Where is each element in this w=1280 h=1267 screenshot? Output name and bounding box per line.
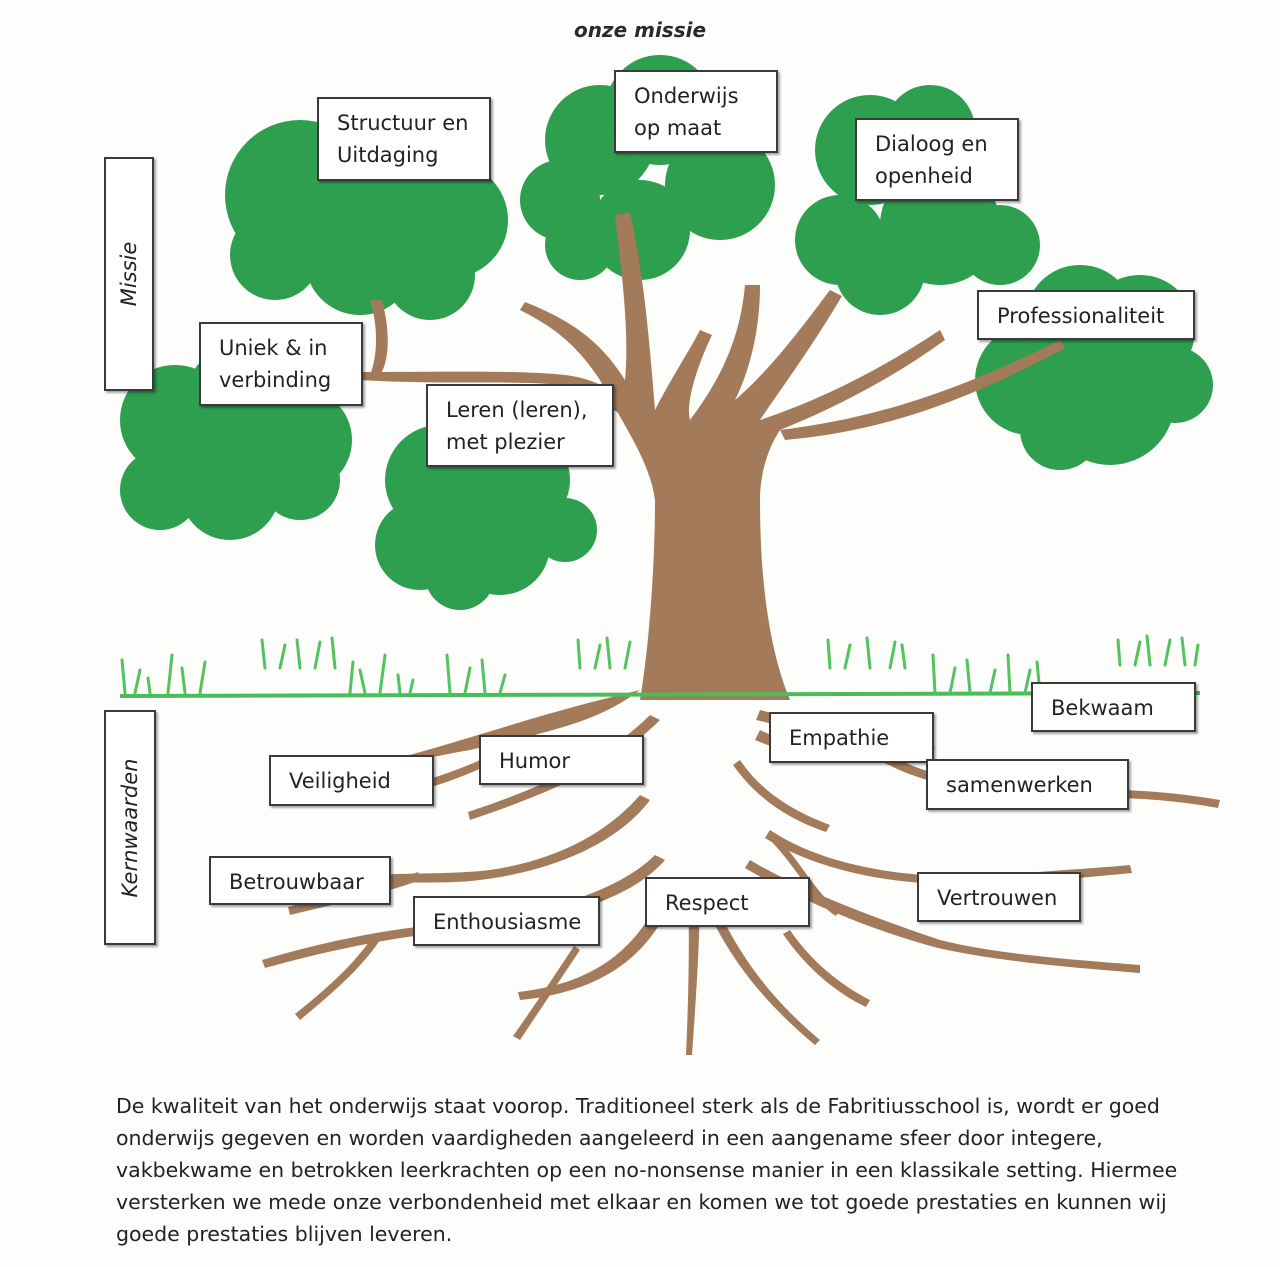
- mission-box-uniek: Uniek & in verbinding: [199, 322, 363, 406]
- grass: [120, 634, 1200, 695]
- mission-box-dialoog: Dialoog en openheid: [855, 118, 1019, 201]
- value-box-samenwerken: samenwerken: [926, 759, 1129, 810]
- ground-line: [119, 691, 1201, 698]
- value-box-respect: Respect: [645, 877, 810, 927]
- value-box-enthousiasme: Enthousiasme: [413, 896, 600, 946]
- value-box-betrouwbaar: Betrouwbaar: [209, 856, 391, 905]
- value-box-veiligheid: Veiligheid: [269, 755, 434, 806]
- value-box-humor: Humor: [479, 735, 644, 785]
- mission-box-structuur: Structuur en Uitdaging: [317, 97, 491, 181]
- kernwaarden-side-label: Kernwaarden: [104, 710, 156, 945]
- mission-box-professionaliteit: Professionaliteit: [977, 290, 1195, 340]
- value-box-empathie: Empathie: [769, 712, 934, 763]
- mission-description: De kwaliteit van het onderwijs staat voo…: [116, 1094, 1178, 1246]
- missie-side-label: Missie: [104, 157, 154, 391]
- mission-box-leren: Leren (leren), met plezier: [426, 384, 614, 467]
- value-box-bekwaam: Bekwaam: [1031, 682, 1196, 732]
- kernwaarden-side-text: Kernwaarden: [118, 758, 142, 897]
- diagram-title: onze missie: [573, 18, 707, 42]
- value-box-vertrouwen: Vertrouwen: [917, 872, 1081, 922]
- missie-side-text: Missie: [117, 241, 141, 307]
- mission-box-onderwijs: Onderwijs op maat: [614, 70, 778, 153]
